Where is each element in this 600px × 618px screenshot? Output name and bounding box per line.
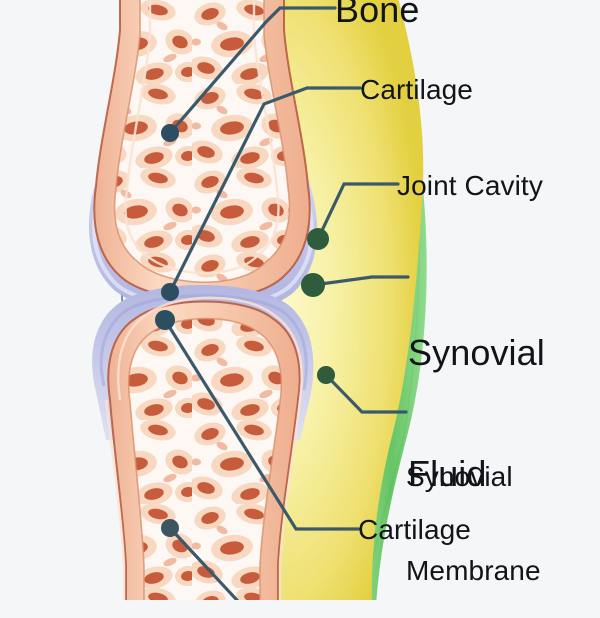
leader-cartilage-top xyxy=(168,86,362,294)
leader-synovial-membrane xyxy=(324,373,408,414)
leader-bone-bottom xyxy=(168,526,240,600)
label-synovial-membrane-line1: Synovial xyxy=(406,460,513,492)
label-synovial-fluid-line1: Synovial xyxy=(408,331,545,373)
upper-marrow-cavity xyxy=(114,0,290,283)
callout-dots xyxy=(155,124,335,537)
dot-cartilage-bottom xyxy=(155,310,175,330)
label-bone-top: Bone xyxy=(335,0,420,30)
label-cartilage-top: Cartilage xyxy=(360,74,473,105)
dot-cartilage-top xyxy=(161,283,179,301)
label-synovial-fluid: Synovial Fluid xyxy=(408,252,545,534)
dot-synovial-membrane xyxy=(317,366,335,384)
leader-bone-top xyxy=(168,6,337,135)
lower-bone xyxy=(92,284,314,600)
leader-cartilage-bottom xyxy=(163,318,360,531)
upper-bone xyxy=(88,0,318,314)
label-synovial-membrane-line2: Membrane xyxy=(406,554,541,586)
dot-bone-top xyxy=(161,124,179,142)
dot-synovial-fluid xyxy=(301,273,325,297)
leader-synovial-fluid xyxy=(311,275,410,287)
leader-joint-cavity xyxy=(316,182,400,241)
label-synovial-membrane: Synovial Membrane xyxy=(406,398,541,618)
label-joint-cavity: Joint Cavity xyxy=(397,170,543,201)
lower-marrow-cavity xyxy=(128,318,282,600)
label-synovial-fluid-line2: Fluid xyxy=(408,452,487,494)
synovial-joint-diagram xyxy=(88,0,427,600)
label-cartilage-bottom: Cartilage xyxy=(358,514,471,545)
leader-lines xyxy=(163,6,410,600)
dot-joint-cavity xyxy=(307,228,329,250)
figure-canvas: Bone Cartilage Joint Cavity Synovial Flu… xyxy=(88,0,545,600)
dot-bone-bottom xyxy=(161,519,179,537)
